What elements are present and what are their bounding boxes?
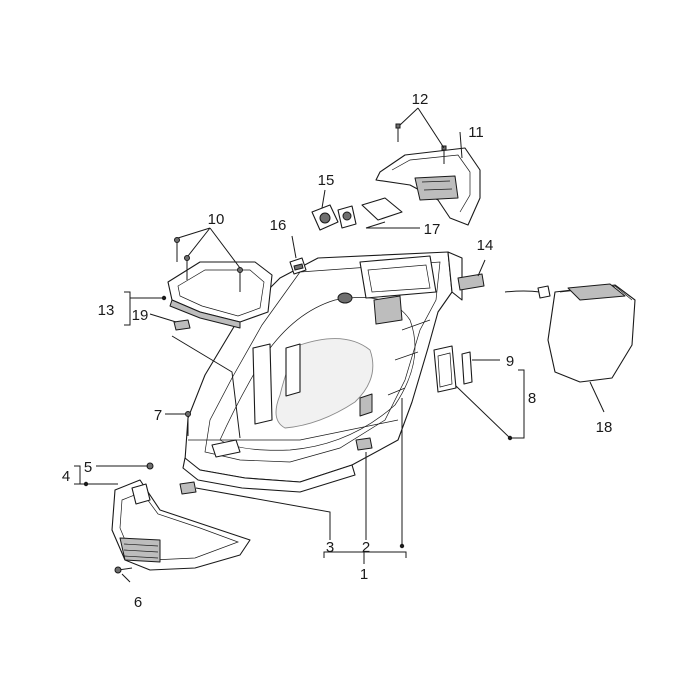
callout-3: 3 xyxy=(326,539,334,556)
tray-panel xyxy=(167,261,273,329)
screw-pair xyxy=(395,123,447,164)
callout-2: 2 xyxy=(362,539,370,556)
callout-15: 15 xyxy=(318,172,335,189)
screw-6 xyxy=(114,566,133,574)
small-lid xyxy=(361,197,403,221)
callout-7: 7 xyxy=(154,407,162,424)
callout-9: 9 xyxy=(506,353,514,370)
rear-top-cover xyxy=(375,147,481,226)
leader-lines xyxy=(74,107,605,583)
side-panel xyxy=(433,345,473,393)
clip-19 xyxy=(173,319,191,331)
callout-18: 18 xyxy=(596,419,613,436)
callout-11: 11 xyxy=(468,124,484,141)
screw-set xyxy=(174,237,243,292)
callout-13: 13 xyxy=(98,302,115,319)
clip-2 xyxy=(355,437,373,451)
callout-6: 6 xyxy=(134,594,142,611)
storage-bag xyxy=(504,283,636,383)
knob xyxy=(289,257,307,275)
callout-12: 12 xyxy=(412,91,429,108)
retaining-clip xyxy=(457,273,485,291)
callout-16: 16 xyxy=(270,217,287,234)
lock-assembly xyxy=(311,204,357,231)
callout-17: 17 xyxy=(424,221,441,238)
clip-3 xyxy=(179,481,197,495)
callout-14: 14 xyxy=(477,237,494,254)
callout-19: 19 xyxy=(132,307,149,324)
callout-5: 5 xyxy=(84,459,92,476)
callout-10: 10 xyxy=(208,211,225,228)
callout-labels: 1 2 3 4 5 6 7 8 9 10 11 12 13 14 15 16 1… xyxy=(62,91,613,611)
leader-dots xyxy=(83,295,513,549)
front-lower-shield xyxy=(111,479,251,571)
callout-8: 8 xyxy=(528,390,536,407)
callout-1: 1 xyxy=(360,566,368,583)
callout-4: 4 xyxy=(62,468,70,485)
